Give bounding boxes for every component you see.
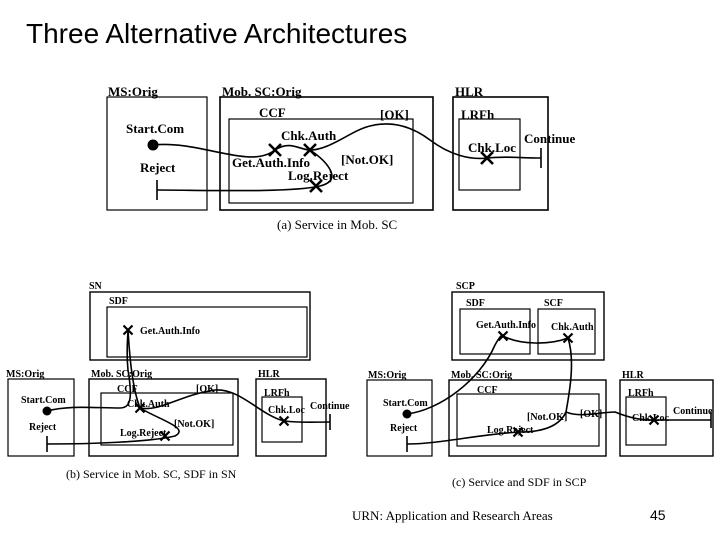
hlr-label-c: HLR xyxy=(622,370,644,381)
diagram-b: SN SDF Get.Auth.Info MS:Orig Mob. SC:Ori… xyxy=(6,281,350,481)
start-point-b xyxy=(42,406,52,416)
ccf-label-c: CCF xyxy=(477,385,498,396)
ms-orig-label-c: MS:Orig xyxy=(368,370,406,381)
scp-box-c xyxy=(451,291,605,361)
lrfh-label-b: LRFh xyxy=(264,388,290,399)
log-reject-label-b: Log.Reject xyxy=(120,428,167,439)
hlr-box-b xyxy=(255,378,327,457)
get-auth-info-label-a: Get.Auth.Info xyxy=(232,155,310,170)
ok-label-b: [OK] xyxy=(196,384,218,395)
hlr-box-c xyxy=(619,379,714,457)
page-number: 45 xyxy=(650,507,666,523)
chk-loc-label-b: Chk.Loc xyxy=(268,405,306,416)
start-point-a xyxy=(147,139,159,151)
continue-label-a: Continue xyxy=(524,131,576,146)
ms-orig-box-b xyxy=(7,378,75,457)
lrfh-box-c xyxy=(625,396,667,446)
chk-auth-label-a: Chk.Auth xyxy=(281,128,337,143)
ms-orig-box-c xyxy=(366,379,433,457)
continue-label-c: Continue xyxy=(673,406,713,417)
not-ok-label-a: [Not.OK] xyxy=(341,152,393,167)
ms-orig-box-a xyxy=(106,96,208,211)
lrfh-label-a: LRFh xyxy=(461,107,495,122)
diagram-a: MS:Orig Mob. SC:Orig HLR CCF [OK] LRFh S… xyxy=(106,84,576,232)
hlr-label-b: HLR xyxy=(258,369,280,380)
slide-title: Three Alternative Architectures xyxy=(26,18,408,49)
chk-loc-label-a: Chk.Loc xyxy=(468,140,516,155)
ms-orig-label-a: MS:Orig xyxy=(108,84,158,99)
start-com-label-c: Start.Com xyxy=(383,398,428,409)
sn-box-b xyxy=(89,291,311,361)
sdf-box-b xyxy=(106,306,308,358)
reject-label-c: Reject xyxy=(390,423,418,434)
scf-box-c xyxy=(537,308,596,355)
start-point-c xyxy=(402,409,412,419)
not-ok-label-b: [Not.OK] xyxy=(174,419,214,430)
path-main-b xyxy=(46,329,331,424)
sn-label-b: SN xyxy=(89,281,103,292)
mobsc-orig-label-a: Mob. SC:Orig xyxy=(222,84,302,99)
chk-loc-label-c: Chk.Loc xyxy=(632,413,670,424)
not-ok-label-c: [Not.OK] xyxy=(527,412,567,423)
lrfh-label-c: LRFh xyxy=(628,388,654,399)
mobsc-orig-box-a xyxy=(219,96,434,211)
get-auth-info-label-b: Get.Auth.Info xyxy=(140,326,200,337)
diagram-c: SCP SDF SCF Get.Auth.Info Chk.Auth MS:Or… xyxy=(366,281,714,489)
log-reject-label-a: Log.Reject xyxy=(288,168,349,183)
path-reject-c xyxy=(406,411,567,445)
chk-auth-responsibility-c xyxy=(562,332,574,344)
get-auth-info-label-c: Get.Auth.Info xyxy=(476,320,536,331)
mobsc-orig-box-b xyxy=(88,378,239,457)
path-reject-b xyxy=(46,407,180,445)
caption-c: (c) Service and SDF in SCP xyxy=(452,475,587,489)
mobsc-orig-label-c: Mob. SC:Orig xyxy=(451,370,512,381)
scf-label-c: SCF xyxy=(544,298,563,309)
footer-text: URN: Application and Research Areas xyxy=(352,508,553,523)
start-com-label-a: Start.Com xyxy=(126,121,184,136)
sdf-box-c xyxy=(459,308,531,355)
scp-label-c: SCP xyxy=(456,281,475,292)
ccf-label-a: CCF xyxy=(259,105,286,120)
mobsc-orig-label-b: Mob. SC:Orig xyxy=(91,369,152,380)
reject-label-a: Reject xyxy=(140,160,176,175)
ccf-box-b xyxy=(100,392,234,446)
ccf-box-a xyxy=(228,118,414,204)
ms-orig-label-b: MS:Orig xyxy=(6,369,44,380)
ccf-box-c xyxy=(456,393,600,447)
start-com-label-b: Start.Com xyxy=(21,395,66,406)
mobsc-orig-box-c xyxy=(448,379,607,457)
hlr-label-a: HLR xyxy=(455,84,484,99)
ccf-label-b: CCF xyxy=(117,384,138,395)
ok-label-a: [OK] xyxy=(380,107,409,122)
log-reject-label-c: Log.Reject xyxy=(487,425,534,436)
path-main-c xyxy=(406,334,711,421)
sdf-label-c: SDF xyxy=(466,298,485,309)
chk-auth-label-b: Chk.Auth xyxy=(127,399,170,410)
caption-b: (b) Service in Mob. SC, SDF in SN xyxy=(66,467,237,481)
path-reject-a xyxy=(156,149,333,192)
reject-label-b: Reject xyxy=(29,422,57,433)
caption-a: (a) Service in Mob. SC xyxy=(277,217,397,232)
sdf-label-b: SDF xyxy=(109,296,128,307)
continue-label-b: Continue xyxy=(310,401,350,412)
lrfh-box-b xyxy=(261,396,303,443)
chk-auth-label-c: Chk.Auth xyxy=(551,322,594,333)
